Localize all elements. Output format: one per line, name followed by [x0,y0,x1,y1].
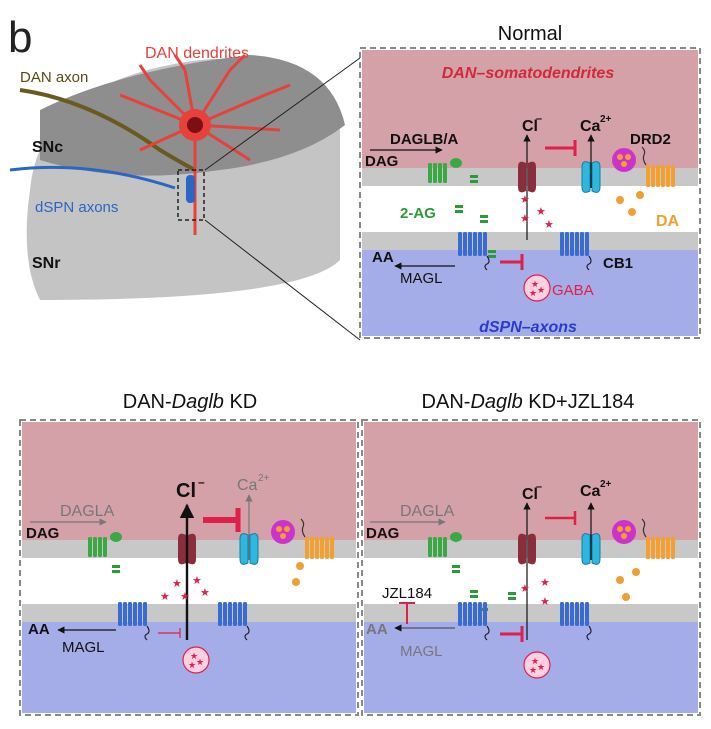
panel-kd-jzl: DAN-Daglb KD+JZL184 DAGLA DAG Cl – Ca 2+ [361,391,701,716]
svg-text:★: ★ [200,587,210,599]
snr-label: SNr [32,255,60,272]
svg-text:★: ★ [520,213,530,225]
kd-dagla-label: DAGLA [60,503,115,520]
dspn-axons-label: dSPN axons [35,199,118,216]
svg-text:★: ★ [540,577,550,589]
panel-kd-jzl-title: DAN-Daglb KD+JZL184 [422,391,635,413]
svg-text:★: ★ [536,206,546,218]
dspn-axon-line [9,165,176,190]
dan-axon-line [19,88,196,172]
normal-top-region: DAN–somatodendrites [442,65,615,82]
dan-dendrites [119,53,291,235]
kdjzl-aa-label: AA [366,621,388,638]
normal-cl-label: Cl [522,118,538,135]
svg-text:★: ★ [172,578,182,590]
kdjzl-gaba-stars: ★ ★ ★ [520,577,550,608]
normal-magl-label: MAGL [400,270,443,287]
svg-text:★: ★ [520,583,530,595]
kdjzl-jzl-label: JZL184 [382,585,432,602]
kd-magl-label: MAGL [62,639,105,656]
svg-text:2+: 2+ [258,473,270,484]
panel-letter: b [8,13,32,62]
normal-da-label: DA [656,213,680,230]
svg-text:★: ★ [520,194,530,206]
zoom-box [177,169,205,221]
kd-2ag-molecules [112,565,120,573]
kdjzl-cl-label: Cl [522,486,538,503]
kd-aa-label: AA [28,621,50,638]
dan-axon-label: DAN axon [20,69,88,86]
kdjzl-ca-label: Ca [580,483,601,500]
svg-text:2+: 2+ [600,114,612,125]
panel-kd-title: DAN-Daglb KD [123,391,258,413]
svg-text:–: – [536,113,542,125]
kdjzl-dag-label: DAG [366,525,399,542]
svg-text:–: – [198,475,205,489]
svg-text:★: ★ [192,575,202,587]
normal-daglb-label: DAGLB/A [390,131,458,148]
svg-text:★: ★ [180,591,190,603]
panel-normal-title: Normal [498,23,562,45]
normal-drd2-label: DRD2 [630,131,671,148]
normal-bottom-region: dSPN–axons [479,319,577,336]
normal-ca-label: Ca [580,118,601,135]
kd-cl-label: Cl [176,480,196,502]
normal-2ag-molecules [455,175,496,258]
kd-dag-label: DAG [26,525,59,542]
snc-label: SNc [32,139,63,156]
dan-dendrites-label: DAN dendrites [145,45,249,62]
panel-normal: Normal DAN–somatodendrites dSPN–axons DA… [359,23,701,339]
svg-text:★: ★ [544,219,554,231]
svg-text:–: – [536,481,542,493]
svg-text:★: ★ [540,596,550,608]
normal-2ag-label: 2-AG [400,205,436,222]
kd-gaba-stars: ★★★★★ [160,575,210,603]
svg-text:★: ★ [160,591,170,603]
kdjzl-dagla-label: DAGLA [400,503,455,520]
normal-cb1-label: CB1 [603,255,633,272]
normal-gaba-stars: ★★★★ [520,194,554,231]
anatomy-schematic: DAN axon DAN dendrites SNc SNr dSPN axon… [9,45,361,341]
kd-ca-label: Ca [237,477,258,494]
normal-gaba-label: GABA [552,282,594,299]
kdjzl-magl-label: MAGL [400,643,443,660]
normal-dag-label: DAG [365,153,398,170]
panel-kd: DAN-Daglb KD DAGLA DAG Cl – Ca 2+ ★★★★★ [19,391,359,716]
svg-text:2+: 2+ [600,479,612,490]
normal-aa-label: AA [372,249,394,266]
